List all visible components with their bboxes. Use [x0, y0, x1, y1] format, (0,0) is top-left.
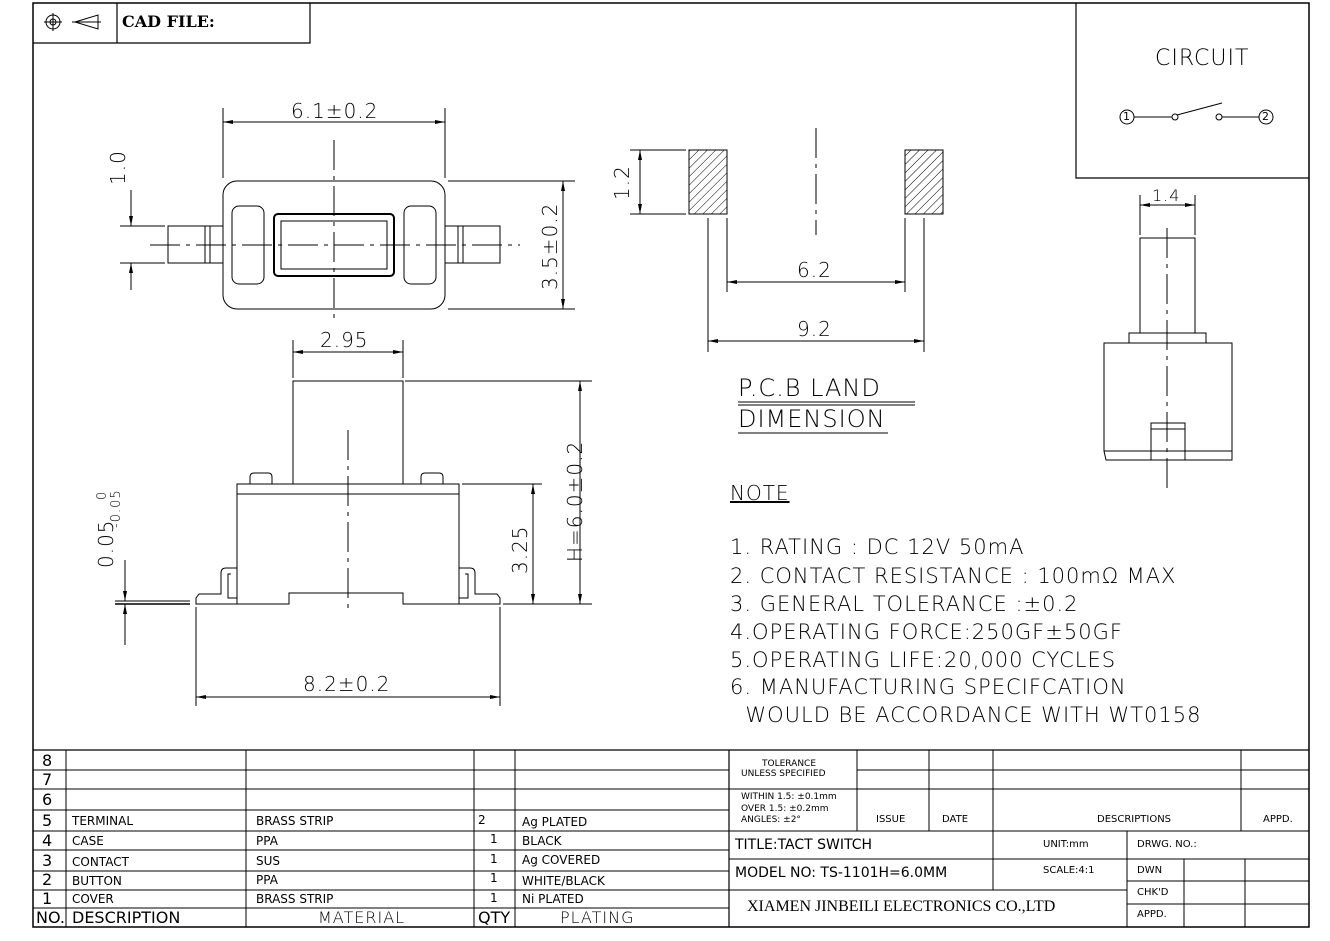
date-label: DATE	[942, 814, 969, 825]
note-item: 2. CONTACT RESISTANCE : 100mΩ MAX	[730, 564, 1177, 588]
circuit-title: CIRCUIT	[1155, 46, 1250, 71]
bom-row-qty: 1	[490, 871, 498, 885]
bom-header-plating: PLATING	[560, 908, 635, 927]
company-name: XIAMEN JINBEILI ELECTRONICS CO.,LTD	[747, 898, 1056, 915]
dim-top-width: 6.1±0.2	[291, 99, 379, 123]
bom-row-material: SUS	[256, 854, 281, 868]
dim-actuator-width: 2.95	[320, 328, 369, 352]
bom-row-material: PPA	[256, 834, 278, 848]
circuit-box	[1075, 3, 1309, 179]
dim-overall-width: 8.2±0.2	[303, 672, 391, 696]
bom-row-material: BRASS STRIP	[256, 892, 334, 906]
bom-row-qty: 2	[478, 813, 486, 827]
cad-file-box	[33, 3, 311, 44]
dim-pcb-pad: 1.2	[610, 165, 634, 200]
drawing-title: TITLE:TACT SWITCH	[735, 837, 873, 853]
approved-label: APPD.	[1137, 909, 1167, 920]
bom-row-no: 4	[42, 831, 53, 850]
circuit-pin-2: 2	[1262, 110, 1269, 123]
bom-row-description: BUTTON	[72, 874, 122, 888]
tolerance-unless: UNLESS SPECIFIED	[741, 769, 826, 779]
bom-row-no: 6	[42, 790, 53, 809]
drawing-number-label: DRWG. NO.:	[1137, 839, 1197, 850]
bom-row-no: 8	[42, 751, 53, 770]
checked-label: CHK'D	[1137, 887, 1169, 898]
note-item: WOULD BE ACCORDANCE WITH WT0158	[730, 703, 1202, 727]
note-item: 6. MANUFACTURING SPECIFCATION	[730, 675, 1127, 699]
top-view	[120, 108, 575, 320]
unit-label: UNIT:mm	[1043, 839, 1089, 850]
bom-row-no: 7	[42, 770, 53, 789]
pcb-land-view	[630, 128, 944, 434]
sheet-border	[32, 2, 1310, 928]
bom-row-description: CASE	[72, 834, 104, 848]
bom-row-material: BRASS STRIP	[256, 814, 334, 828]
bom-row-qty: 1	[490, 832, 498, 846]
bom-header-material: MATERIAL	[318, 908, 406, 927]
appd-label: APPD.	[1263, 814, 1293, 825]
bom-header-no: NO.	[36, 908, 65, 927]
circuit-pin-1: 1	[1123, 110, 1130, 123]
descriptions-label: DESCRIPTIONS	[1097, 814, 1172, 825]
bom-row-description: CONTACT	[72, 855, 129, 869]
note-item: 1. RATING : DC 12V 50mA	[730, 535, 1025, 559]
projection-symbol-icon	[44, 13, 101, 31]
bom-row-material: PPA	[256, 873, 278, 887]
dim-terminal: 1.0	[106, 150, 130, 185]
tolerance-label: TOLERANCE	[762, 759, 817, 769]
dim-side-actuator: 1.4	[1152, 186, 1181, 205]
bom-row-qty: 1	[490, 891, 498, 905]
tolerance-over: OVER 1.5: ±0.2mm	[741, 804, 829, 814]
front-view	[115, 340, 592, 706]
drawn-label: DWN	[1137, 865, 1163, 876]
bom-row-plating: Ni PLATED	[522, 892, 584, 906]
issue-label: ISSUE	[876, 814, 906, 825]
bom-header-description: DESCRIPTION	[72, 908, 181, 927]
dim-body-height: 3.25	[508, 525, 532, 574]
bom-row-plating: BLACK	[522, 834, 562, 848]
bom-row-plating: WHITE/BLACK	[522, 874, 605, 888]
pcb-land-subtitle: DIMENSION	[738, 405, 886, 433]
bom-header-qty: QTY	[478, 908, 511, 927]
dim-pcb-outer: 9.2	[797, 317, 832, 341]
dim-base-offset-tol-upper: 0	[95, 490, 110, 500]
bom-row-no: 3	[42, 851, 53, 870]
pcb-land-title: P.C.B LAND	[738, 374, 881, 402]
bom-row-no: 5	[42, 811, 53, 830]
tolerance-angles: ANGLES: ±2°	[741, 815, 801, 825]
cad-file-label: CAD FILE:	[122, 12, 215, 31]
tolerance-within: WITHIN 1.5: ±0.1mm	[741, 792, 837, 802]
notes-title: NOTE	[730, 481, 790, 505]
note-item: 3. GENERAL TOLERANCE :±0.2	[730, 592, 1079, 616]
dim-top-height: 3.5±0.2	[538, 202, 562, 290]
dim-pcb-inner: 6.2	[797, 258, 832, 282]
dim-base-offset-tol-lower: -0.05	[109, 489, 124, 528]
scale-label: SCALE:4:1	[1043, 865, 1095, 876]
side-view	[1103, 195, 1233, 492]
bom-row-plating: Ag COVERED	[522, 853, 601, 867]
bom-row-plating: Ag PLATED	[522, 815, 588, 829]
bom-row-no: 2	[42, 870, 53, 889]
note-item: 4.OPERATING FORCE:250GF±50GF	[730, 620, 1123, 644]
bom-row-description: COVER	[72, 892, 114, 906]
model-number: MODEL NO: TS-1101H=6.0MM	[735, 865, 948, 881]
dim-total-height: H=6.0±0.2	[563, 440, 587, 562]
note-item: 5.OPERATING LIFE:20,000 CYCLES	[730, 648, 1117, 672]
title-table	[33, 749, 1309, 927]
bom-row-description: TERMINAL	[72, 814, 134, 828]
bom-row-no: 1	[42, 889, 53, 908]
bom-row-qty: 1	[490, 852, 498, 866]
